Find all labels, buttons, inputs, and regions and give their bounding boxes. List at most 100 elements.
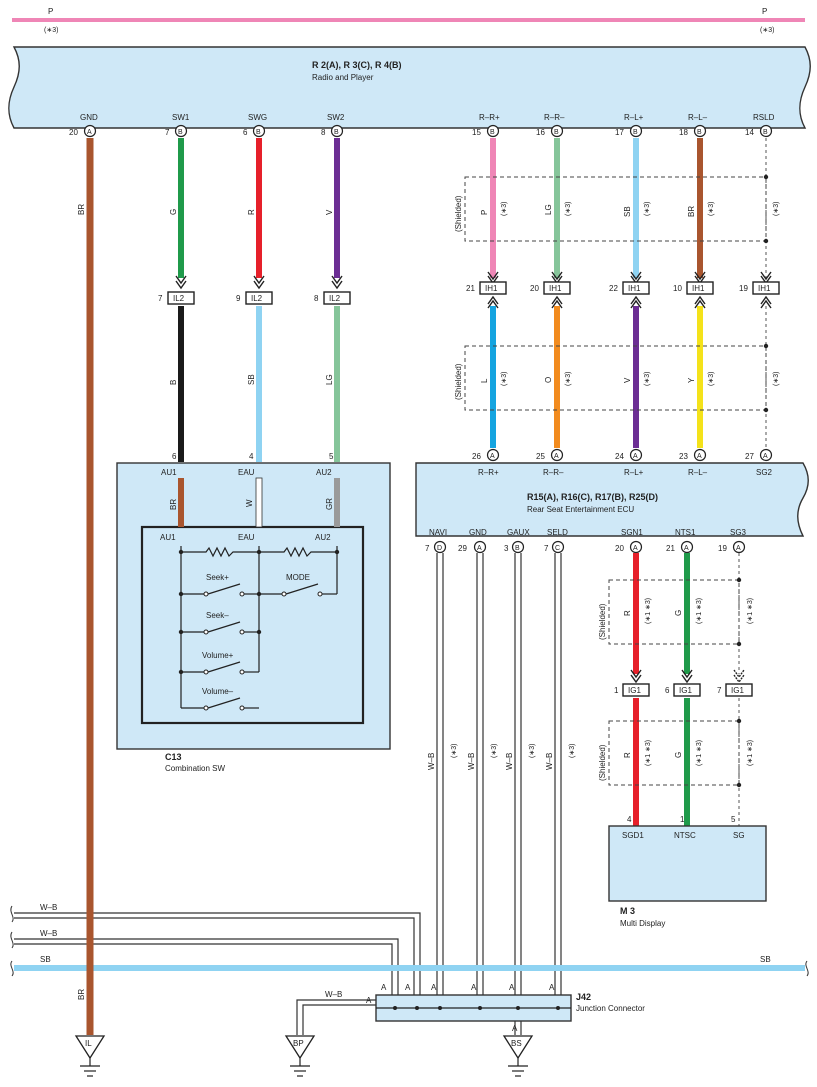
ig1-pin-3: 7 <box>717 686 722 695</box>
jct-to-bs <box>514 1021 522 1035</box>
svg-text:6: 6 <box>243 128 248 137</box>
svg-text:B: B <box>178 129 183 136</box>
radio-pins: GND 20 A SW1 7 B SWG 6 B SW2 8 B R–R+ 15… <box>69 113 775 138</box>
bus-breaks-left <box>10 905 14 977</box>
comb-inner-eau: EAU <box>238 533 255 542</box>
ih1-pin-4: 10 <box>673 284 682 293</box>
wb-bus-2-label: W–B <box>40 929 57 938</box>
ig1-arrows <box>630 669 745 684</box>
ig1-lower-shield-label: (Shielded) <box>598 744 607 781</box>
ig1-pin-1: 1 <box>614 686 619 695</box>
bus-break-right <box>805 960 809 977</box>
p-bus-label-left: P <box>48 7 53 16</box>
svg-text:A: A <box>549 983 555 992</box>
ig1-upper-note-3: (∗1 ∗3) <box>747 598 754 624</box>
ih1-connectors: IH1 21 IH1 20 IH1 22 IH1 10 IH1 19 <box>466 281 780 295</box>
wire-swg-label: R <box>247 209 256 215</box>
comb-pins: 6 AU1 4 EAU 5 AU2 <box>161 452 334 477</box>
wb-bus-1 <box>14 912 421 995</box>
svg-text:19: 19 <box>718 544 727 553</box>
comb-pin-num-2: 4 <box>249 452 254 461</box>
svg-text:24: 24 <box>615 452 624 461</box>
jct-name: Junction Connector <box>576 1004 645 1013</box>
ig1-upper-dots <box>736 577 742 647</box>
comb-name: Combination SW <box>165 764 225 773</box>
multi-name: Multi Display <box>620 919 665 928</box>
svg-text:NTS1: NTS1 <box>675 528 696 537</box>
ig1-lower-shield <box>608 720 740 786</box>
ig1-lower-note-2: (∗1 ∗3) <box>696 740 703 766</box>
rse-wire-label-3: W–B <box>505 753 514 770</box>
switch-volume-minus: Volume– <box>202 687 234 696</box>
svg-text:R–L+: R–L+ <box>624 113 644 122</box>
comb-pin-label-2: EAU <box>238 468 255 477</box>
lower-wire-label-2: O <box>544 377 553 383</box>
switch-mode: MODE <box>286 573 310 582</box>
svg-text:BP: BP <box>293 1039 304 1048</box>
ig1-upper-note-2: (∗1 ∗3) <box>696 598 703 624</box>
lower-shield-label: (Shielded) <box>454 363 463 400</box>
switch-seek-plus: Seek+ <box>206 573 229 582</box>
svg-text:8: 8 <box>321 128 326 137</box>
il2-label-3: IL2 <box>329 294 341 303</box>
upper-shield-box <box>464 176 767 242</box>
wire-il2-b-label: B <box>169 380 178 385</box>
switch-volume-plus: Volume+ <box>202 651 234 660</box>
il2-label-1: IL2 <box>173 294 185 303</box>
upper-wire-note-5: (∗3) <box>773 202 780 216</box>
lower-shield-box <box>464 345 767 411</box>
ground-bp: BP <box>284 1035 316 1077</box>
il2-arrows <box>175 275 343 290</box>
svg-text:26: 26 <box>472 452 481 461</box>
svg-text:7: 7 <box>544 544 549 553</box>
rse-wire-note-2: (∗3) <box>491 744 498 758</box>
svg-text:A: A <box>381 983 387 992</box>
p-bus-note-left: (∗3) <box>44 27 58 34</box>
ig1-upper-shield-label: (Shielded) <box>598 603 607 640</box>
ig1-upper-note-1: (∗1 ∗3) <box>645 598 652 624</box>
ig1-label-1: IG1 <box>628 686 641 695</box>
ig1-label-3: IG1 <box>731 686 744 695</box>
comb-pin-label-1: AU1 <box>161 468 177 477</box>
svg-text:GAUX: GAUX <box>507 528 530 537</box>
rse-name: Rear Seat Entertainment ECU <box>527 505 634 514</box>
comb-wire-gr-label: GR <box>325 498 334 510</box>
svg-text:RSLD: RSLD <box>753 113 775 122</box>
rse-wire-label-4: W–B <box>545 753 554 770</box>
multi-display-box <box>608 825 767 902</box>
wire-gnd-label: BR <box>77 204 86 215</box>
ig1-pin-2: 6 <box>665 686 670 695</box>
svg-text:A: A <box>509 983 515 992</box>
svg-text:SWG: SWG <box>248 113 267 122</box>
il2-conn-2 <box>245 291 273 305</box>
il2-pin-2: 9 <box>236 294 241 303</box>
ih1-pin-5: 19 <box>739 284 748 293</box>
ih1-label-3: IH1 <box>628 284 641 293</box>
svg-text:B: B <box>490 129 495 136</box>
svg-text:A: A <box>490 453 495 460</box>
il2-conn-3 <box>323 291 351 305</box>
wb-bus-3-label: W–B <box>325 990 342 999</box>
svg-text:GND: GND <box>469 528 487 537</box>
p-bus-note-right: (∗3) <box>760 27 774 34</box>
svg-text:29: 29 <box>458 544 467 553</box>
svg-text:14: 14 <box>745 128 754 137</box>
wire-sw2-label: V <box>325 209 334 215</box>
svg-text:4: 4 <box>627 815 632 824</box>
lower-wire-label-1: L <box>480 378 489 383</box>
lower-wire-note-2: (∗3) <box>565 372 572 386</box>
ig1-label-2: IG1 <box>679 686 692 695</box>
wb-bus-2 <box>14 938 399 995</box>
svg-text:3: 3 <box>504 544 509 553</box>
svg-text:A: A <box>471 983 477 992</box>
svg-text:A: A <box>763 453 768 460</box>
svg-text:23: 23 <box>679 452 688 461</box>
svg-text:SW1: SW1 <box>172 113 190 122</box>
il2-connectors: IL2 7 IL2 9 IL2 8 <box>158 291 351 305</box>
svg-text:7: 7 <box>425 544 430 553</box>
svg-text:B: B <box>256 129 261 136</box>
svg-text:A: A <box>633 453 638 460</box>
svg-text:A: A <box>697 453 702 460</box>
upper-shield-dots <box>763 174 769 244</box>
rse-top-pins: 26 A R–R+ 25 A R–R– 24 A R–L+ 23 A R–L– … <box>472 448 773 477</box>
